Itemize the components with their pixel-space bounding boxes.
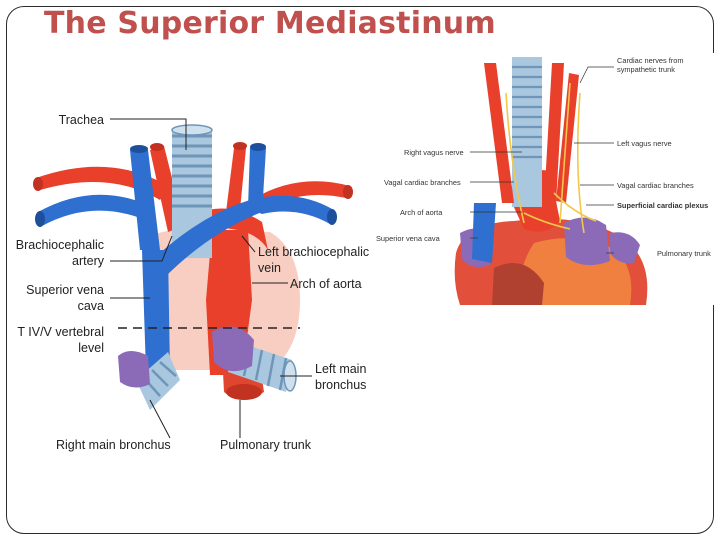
label-left-bronchus-1: Left main xyxy=(315,362,366,376)
label-vertebral-1: T IV/V vertebral xyxy=(17,325,104,339)
label-brachiocephalic-2: artery xyxy=(72,254,105,268)
label-vagal-cardiac-right: Vagal cardiac branches xyxy=(617,181,694,190)
label-left-brachio-1: Left brachiocephalic xyxy=(258,245,369,259)
label-trachea: Trachea xyxy=(59,113,104,127)
label-arch-of-aorta-small: Arch of aorta xyxy=(400,208,443,217)
label-svc-1: Superior vena xyxy=(26,283,104,297)
label-pulmonary-trunk-small: Pulmonary trunk xyxy=(657,249,711,258)
label-brachiocephalic-1: Brachiocephalic xyxy=(16,238,104,252)
right-anatomy-figure: Cardiac nerves from sympathetic trunk Le… xyxy=(374,53,714,305)
label-arch-of-aorta: Arch of aorta xyxy=(290,277,362,291)
label-right-vagus: Right vagus nerve xyxy=(404,148,464,157)
slide-title: The Superior Mediastinum xyxy=(44,6,496,41)
label-vertebral-2: level xyxy=(78,341,104,355)
label-svc-small: Superior vena cava xyxy=(376,234,441,243)
label-left-bronchus-2: bronchus xyxy=(315,378,366,392)
label-left-brachio-2: vein xyxy=(258,261,281,275)
label-svc-2: cava xyxy=(78,299,104,313)
label-superficial-plexus: Superficial cardiac plexus xyxy=(617,201,708,210)
label-cardiac-nerves-1: Cardiac nerves from xyxy=(617,56,684,65)
label-left-vagus: Left vagus nerve xyxy=(617,139,672,148)
label-right-bronchus: Right main bronchus xyxy=(56,438,171,452)
label-vagal-cardiac-left: Vagal cardiac branches xyxy=(384,178,461,187)
label-cardiac-nerves-2: sympathetic trunk xyxy=(617,65,675,74)
label-pulmonary-trunk: Pulmonary trunk xyxy=(220,438,312,452)
